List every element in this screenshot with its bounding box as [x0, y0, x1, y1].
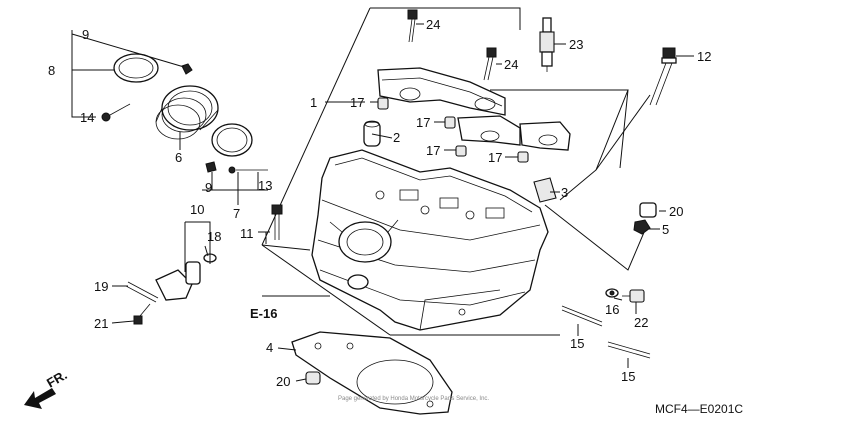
bolt-22 [622, 289, 645, 303]
reference-label[interactable]: E-16 [250, 306, 277, 321]
callout-19: 19 [94, 279, 108, 294]
dowel-pin-17a [377, 97, 389, 110]
diagram-code: MCF4—E0201C [655, 402, 743, 416]
callout-13: 13 [258, 178, 272, 193]
callout-16: 16 [605, 302, 619, 317]
stud-bolt-15b [607, 341, 651, 359]
nut-5 [633, 219, 651, 235]
bolt-24b [483, 47, 497, 81]
callout-17b: 17 [416, 115, 430, 130]
screw-13 [228, 166, 268, 174]
callout-12: 12 [697, 49, 711, 64]
screw-9b [205, 161, 217, 173]
callout-10: 10 [190, 202, 204, 217]
watermark: Page generated by Honda Motorcycle Parts… [338, 396, 489, 402]
leader-lines [71, 23, 694, 382]
callout-15b: 15 [621, 369, 635, 384]
collar-2 [363, 120, 381, 147]
front-direction-indicator: FR. [24, 367, 70, 409]
callout-24b: 24 [504, 57, 518, 72]
spark-plug [539, 17, 555, 72]
cap-3 [533, 177, 557, 203]
camshaft-holder-rear [457, 115, 571, 151]
callout-20a: 20 [669, 204, 683, 219]
callout-22: 22 [634, 315, 648, 330]
callout-3: 3 [561, 185, 568, 200]
callout-8: 8 [48, 63, 55, 78]
camshaft-holder-front [377, 67, 506, 116]
callout-17a: 17 [350, 95, 364, 110]
stud-bolt-12 [649, 47, 677, 106]
hose-band-8 [113, 53, 159, 83]
callout-20b: 20 [276, 374, 290, 389]
callout-21: 21 [94, 316, 108, 331]
dowel-pin-17d [517, 151, 529, 163]
bolt-24a [407, 9, 418, 43]
stud-bolt-15a [561, 305, 603, 327]
callout-24a: 24 [426, 17, 440, 32]
callout-2: 2 [393, 130, 400, 145]
dowel-20-left [305, 371, 321, 385]
callout-17c: 17 [426, 143, 440, 158]
hose-band-7 [211, 123, 253, 157]
collar-20-right [639, 202, 657, 218]
reference-e16[interactable]: E-16 [250, 306, 277, 321]
callout-17d: 17 [488, 150, 502, 165]
callout-18: 18 [207, 229, 221, 244]
callout-23: 23 [569, 37, 583, 52]
callout-15a: 15 [570, 336, 584, 351]
sensor-10 [155, 261, 201, 301]
callout-9b: 9 [205, 180, 212, 195]
callout-14: 14 [80, 110, 94, 125]
front-label: FR. [44, 367, 70, 390]
bolt-21 [133, 303, 151, 325]
callout-11: 11 [240, 226, 254, 241]
dowel-pin-17b [444, 116, 456, 129]
screw-14 [101, 103, 131, 122]
callout-1: 1 [310, 95, 317, 110]
bolt-11 [271, 204, 283, 240]
cylinder-head [311, 149, 549, 331]
front-arrow-icon [24, 388, 56, 409]
dowel-pin-17c [455, 145, 467, 157]
head-gasket [291, 331, 453, 415]
callout-6: 6 [175, 150, 182, 165]
insulator-6 [155, 85, 219, 140]
screw-9a [181, 63, 193, 75]
clamp-19 [125, 281, 159, 303]
callout-5: 5 [662, 222, 669, 237]
callout-4: 4 [266, 340, 273, 355]
washer-16 [605, 288, 619, 298]
callout-7: 7 [233, 206, 240, 221]
callout-9a: 9 [82, 27, 89, 42]
